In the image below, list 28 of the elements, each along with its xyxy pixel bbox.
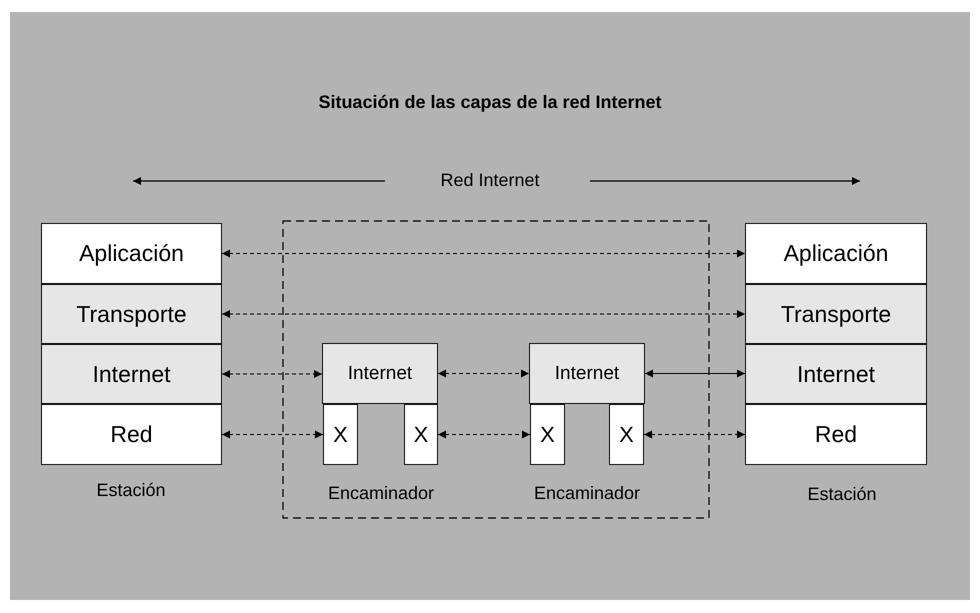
diagram-title: Situación de las capas de la red Internet	[317, 92, 663, 113]
device-caption: Estación	[96, 480, 166, 501]
interface-box: X	[323, 404, 358, 465]
interface-box: X	[530, 404, 565, 465]
connector-arrow	[222, 370, 322, 378]
connector-arrow	[222, 250, 746, 258]
layer-box: Red	[745, 404, 927, 465]
layer-box: Transporte	[41, 284, 222, 344]
layer-box: Aplicación	[745, 223, 927, 284]
interface-box: X	[404, 404, 438, 465]
network-label: Red Internet	[440, 170, 540, 191]
connector-arrow	[644, 370, 746, 378]
layer-box: Internet	[41, 344, 222, 404]
layer-box: Red	[41, 404, 222, 465]
layer-box: Internet	[745, 344, 927, 404]
router-layer-box: Internet	[322, 343, 438, 404]
connector-arrow	[438, 370, 530, 378]
device-caption: Encaminador	[534, 483, 640, 504]
interface-box: X	[609, 404, 644, 465]
device-caption: Encaminador	[328, 483, 434, 504]
connector-arrow	[438, 430, 530, 438]
device-caption: Estación	[807, 484, 877, 505]
router-layer-box: Internet	[529, 343, 645, 404]
layer-box: Transporte	[745, 284, 927, 344]
layer-box: Aplicación	[41, 223, 222, 284]
connector-arrow	[222, 310, 746, 318]
connector-arrow	[222, 430, 324, 438]
connector-arrow	[644, 430, 746, 438]
